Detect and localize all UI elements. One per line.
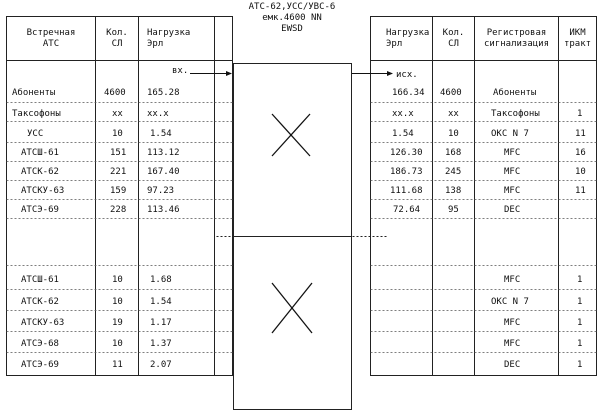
switch-box-top (233, 63, 352, 237)
right-top-count: 10 (448, 129, 459, 139)
switch-box-bottom (233, 236, 352, 410)
left-header-count-2: СЛ (111, 39, 123, 49)
left-top-load: 1.54 (150, 129, 172, 139)
center-title-line-2: емк.4600 NN (262, 13, 322, 23)
left-top-station: Абоненты (12, 88, 56, 98)
left-bottom-station: АТСКУ-63 (21, 318, 65, 328)
left-top-count: 221 (110, 167, 127, 177)
left-table-frame (6, 16, 233, 376)
left-bottom-station: АТСШ-61 (21, 275, 59, 285)
left-top-load: 113.12 (147, 148, 180, 158)
right-bottom-ikm: 1 (577, 318, 583, 328)
right-bottom-signal: DEC (504, 360, 521, 370)
right-top-count: 95 (448, 205, 459, 215)
right-top-load: 111.68 (390, 186, 423, 196)
right-top-count: xx (448, 109, 459, 119)
right-bottom-ikm: 1 (577, 297, 583, 307)
left-bottom-station: АТСЭ-69 (21, 360, 59, 370)
left-header-station-1: Встречная (26, 28, 76, 38)
center-title-line-1: АТС-62,УСС/УВС-6 (248, 2, 336, 12)
outgoing-label: исх. (396, 70, 418, 80)
right-top-signal: DEC (504, 205, 521, 215)
left-top-load: 167.40 (147, 167, 180, 177)
right-table-frame (370, 16, 597, 376)
left-top-station: АТСШ-61 (21, 148, 59, 158)
right-header-load-1: Нагрузка (386, 28, 430, 38)
left-bottom-count: 10 (112, 297, 123, 307)
left-header-station-2: АТС (42, 39, 60, 49)
right-top-ikm: 16 (575, 148, 586, 158)
left-top-load: 165.28 (147, 88, 180, 98)
right-top-count: 168 (445, 148, 462, 158)
right-bottom-ikm: 1 (577, 275, 583, 285)
left-top-load: xx.x (147, 109, 169, 119)
left-bottom-load: 1.68 (150, 275, 172, 285)
left-bottom-load: 1.17 (150, 318, 172, 328)
left-top-station: УСС (27, 129, 44, 139)
right-top-count: 245 (445, 167, 462, 177)
right-header-signal-2: сигнализация (483, 39, 550, 49)
right-top-load: 1.54 (392, 129, 414, 139)
right-bottom-signal: MFC (504, 318, 521, 328)
right-bottom-signal: MFC (504, 339, 521, 349)
left-bottom-load: 1.54 (150, 297, 172, 307)
center-title-line-3: EWSD (281, 24, 303, 34)
left-header-count-1: Кол. (106, 28, 128, 38)
right-top-load: 186.73 (390, 167, 423, 177)
left-bottom-load: 1.37 (150, 339, 172, 349)
left-top-station: АТСК-62 (21, 167, 59, 177)
right-header-load-2: Эрл (386, 39, 403, 49)
left-bottom-station: АТСК-62 (21, 297, 59, 307)
left-top-station: Таксофоны (12, 109, 61, 119)
right-top-signal: MFC (504, 148, 521, 158)
right-bottom-ikm: 1 (577, 339, 583, 349)
left-bottom-count: 11 (112, 360, 123, 370)
left-bottom-count: 10 (112, 275, 123, 285)
right-top-load: xx.x (392, 109, 414, 119)
right-bottom-signal: MFC (504, 275, 521, 285)
right-bottom-signal: ОКС N 7 (491, 297, 529, 307)
right-top-count: 138 (445, 186, 462, 196)
left-top-count: xx (112, 109, 123, 119)
left-header-load-1: Нагрузка (147, 28, 191, 38)
right-header-ikm-2: тракт (563, 39, 592, 49)
left-top-count: 151 (110, 148, 127, 158)
right-top-ikm: 11 (575, 186, 586, 196)
left-top-station: АТСКУ-63 (21, 186, 65, 196)
left-top-count: 159 (110, 186, 127, 196)
right-top-load: 72.64 (393, 205, 421, 215)
switch-cross-bottom-b (271, 282, 313, 334)
right-top-signal: MFC (504, 186, 521, 196)
right-top-signal: ОКС N 7 (491, 129, 529, 139)
right-top-ikm: 10 (575, 167, 586, 177)
right-top-count: 4600 (440, 88, 462, 98)
left-top-count: 10 (112, 129, 123, 139)
left-top-load: 113.46 (147, 205, 180, 215)
left-top-station: АТСЭ-69 (21, 205, 59, 215)
right-top-signal: MFC (504, 167, 521, 177)
right-header-signal-1: Регистровая (486, 28, 547, 38)
left-bottom-station: АТСЭ-68 (21, 339, 59, 349)
right-top-signal: Абоненты (493, 88, 537, 98)
left-bottom-load: 2.07 (150, 360, 172, 370)
right-top-ikm: 11 (575, 129, 586, 139)
left-top-count: 228 (110, 205, 127, 215)
left-header-load-2: Эрл (147, 39, 164, 49)
incoming-label: вх. (172, 66, 189, 76)
left-bottom-count: 10 (112, 339, 123, 349)
right-bottom-ikm: 1 (577, 360, 583, 370)
right-header-ikm-1: ИКМ (569, 28, 586, 38)
right-top-load: 126.30 (390, 148, 423, 158)
right-top-load: 166.34 (392, 88, 425, 98)
left-bottom-count: 19 (112, 318, 123, 328)
left-top-count: 4600 (104, 88, 126, 98)
right-header-count-2: СЛ (448, 39, 459, 49)
right-top-ikm: 1 (577, 109, 583, 119)
switch-cross-top-b (271, 113, 311, 157)
left-top-load: 97.23 (147, 186, 175, 196)
right-top-signal: Таксофоны (491, 109, 540, 119)
right-header-count-1: Кол. (442, 28, 465, 38)
